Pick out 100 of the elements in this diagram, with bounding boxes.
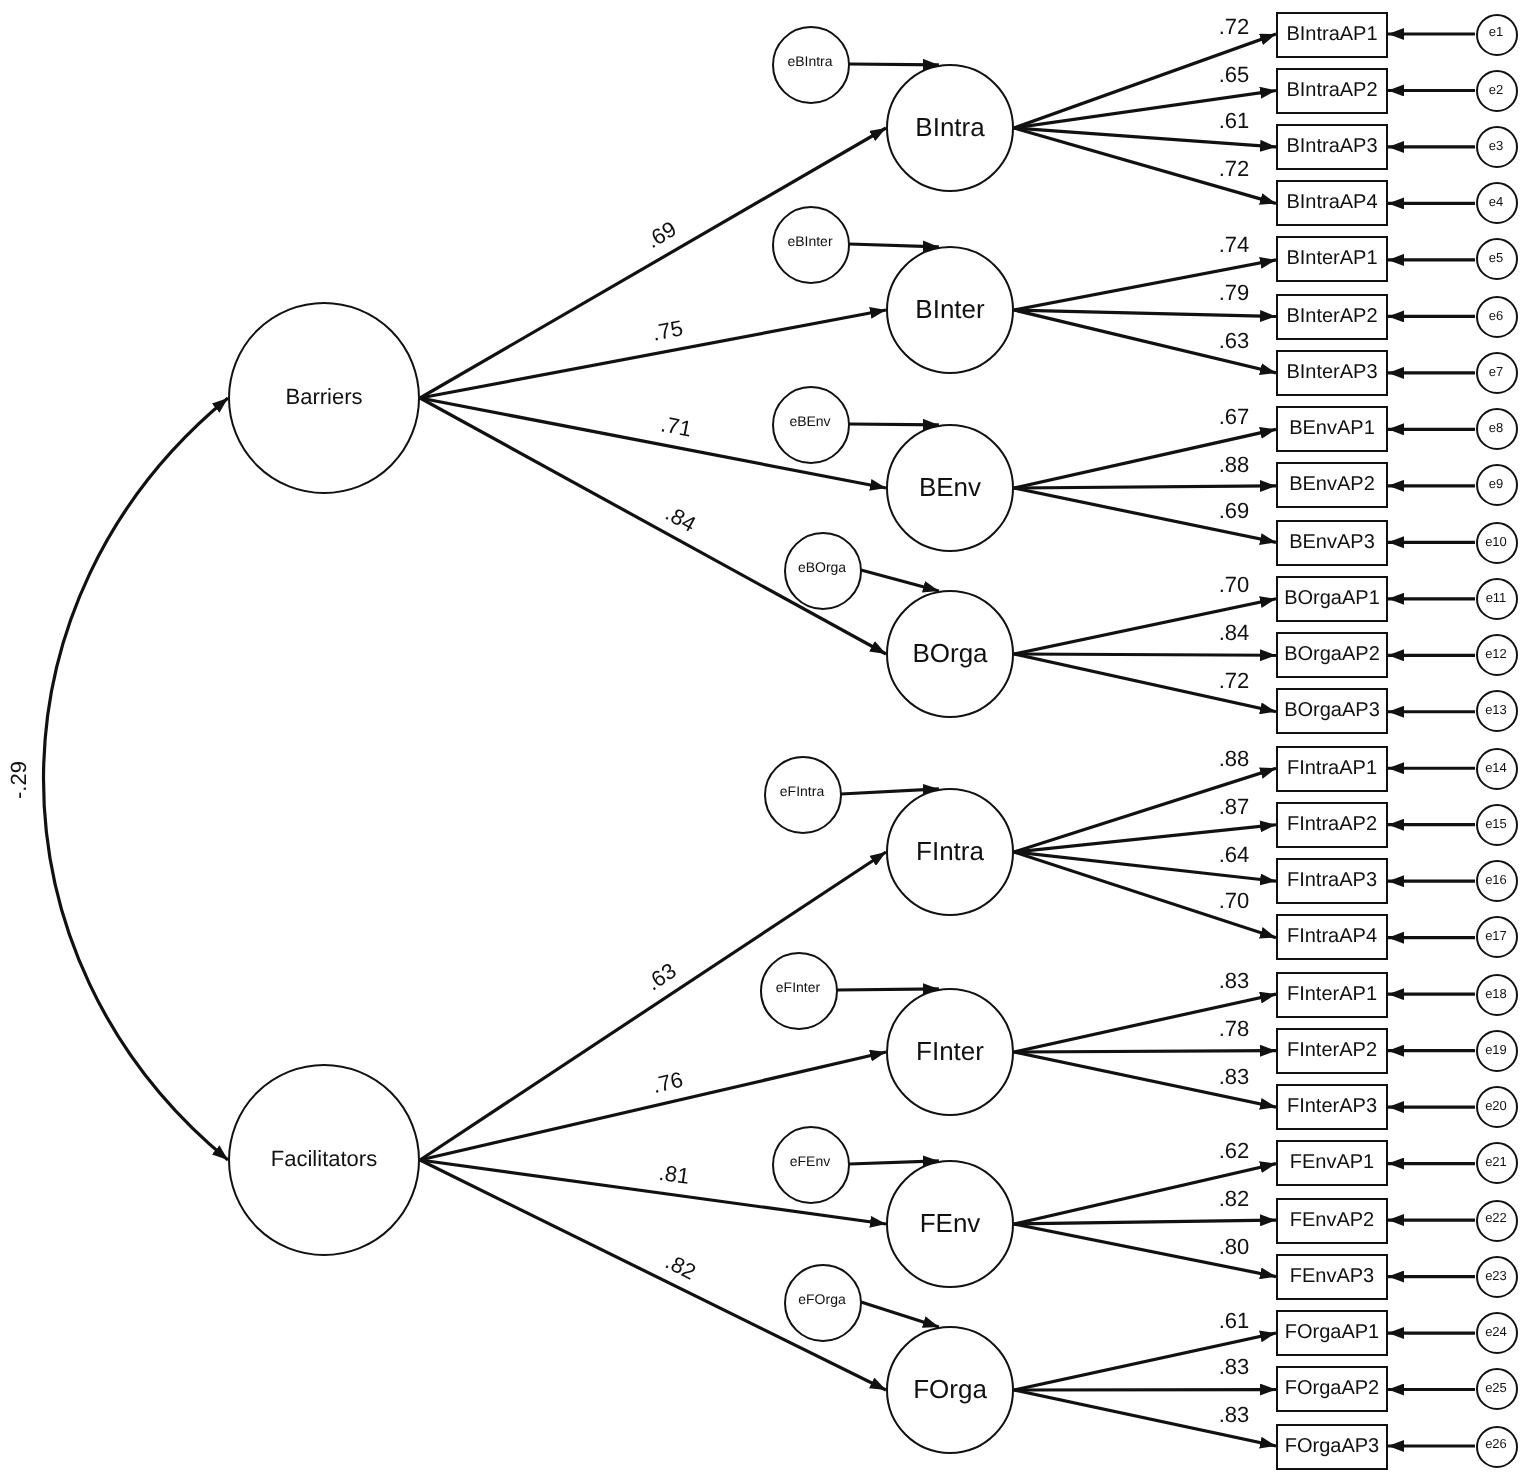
factor-label: FEnv	[919, 1209, 981, 1239]
indicator-label: BInterAP2	[1286, 305, 1378, 328]
error-circle	[1475, 690, 1517, 733]
arrow	[1388, 1440, 1475, 1452]
indicator-label: FInterAP2	[1286, 1039, 1378, 1062]
error-circle	[1475, 408, 1517, 451]
coefficient-label: .72	[1216, 15, 1252, 41]
coefficient-label: .88	[1216, 453, 1252, 478]
coefficient-label: .84	[1216, 621, 1252, 647]
coefficient-label: .61	[1216, 1309, 1252, 1334]
arrow	[1013, 32, 1277, 130]
coefficient-label: .83	[1216, 1065, 1252, 1090]
arrow	[837, 983, 939, 996]
disturbance-circle	[771, 205, 849, 283]
disturbance-circle	[771, 1125, 849, 1203]
indicator-label: FInterAP1	[1286, 983, 1378, 1006]
arrow	[419, 850, 887, 1162]
error-circle	[1475, 295, 1517, 338]
indicator-box	[1276, 123, 1388, 170]
coefficient-label: .83	[1216, 970, 1252, 995]
indicator-box	[1276, 349, 1388, 396]
coefficient-label: .65	[1216, 63, 1252, 88]
indicator-box	[1276, 1423, 1388, 1469]
indicator-box	[1276, 914, 1388, 961]
arrow	[1388, 366, 1475, 379]
coefficient-label: -.29	[7, 758, 32, 800]
arrow	[849, 58, 939, 71]
arrow	[1388, 988, 1475, 1001]
indicator-box	[1276, 1084, 1388, 1131]
indicator-box	[1276, 67, 1388, 114]
arrow	[1388, 423, 1475, 436]
arrow	[419, 126, 887, 400]
arrow	[860, 568, 940, 593]
factor-label: BIntra	[915, 113, 985, 143]
arrow	[1388, 875, 1475, 888]
arrow	[1013, 766, 1277, 854]
error-circle	[1475, 69, 1517, 112]
error-circle	[1475, 238, 1517, 281]
arrow	[419, 1158, 887, 1392]
indicator-label: FInterAP3	[1286, 1096, 1378, 1119]
factor-label: BInter	[915, 295, 985, 325]
error-circle	[1475, 1199, 1517, 1242]
arrow	[1388, 931, 1475, 944]
coefficient-label: .80	[1216, 1235, 1252, 1260]
disturbance-circle	[783, 1263, 861, 1341]
arrow	[1013, 820, 1277, 854]
coefficient-label: .78	[1216, 1017, 1252, 1042]
error-circle	[1475, 1312, 1517, 1355]
indicator-label: BInterAP1	[1286, 248, 1378, 271]
error-circle	[1475, 1142, 1517, 1185]
factor-label: FInter	[916, 1037, 984, 1067]
indicator-box	[1276, 575, 1388, 622]
coefficient-label: .84	[659, 501, 702, 540]
disturbance-circle	[759, 951, 837, 1029]
factor-label: FOrga	[913, 1375, 987, 1405]
arrow	[1388, 140, 1475, 153]
coefficient-label: .62	[1216, 1140, 1252, 1165]
error-circle	[1475, 747, 1517, 790]
arrow	[1388, 649, 1475, 662]
arrow	[848, 1155, 939, 1168]
indicator-box	[1276, 462, 1388, 509]
arrow	[1388, 84, 1475, 97]
error-circle	[1475, 521, 1517, 564]
indicator-box	[1276, 519, 1388, 566]
error-circle	[1475, 13, 1517, 55]
error-circle	[1475, 351, 1517, 394]
indicator-box	[1276, 1027, 1388, 1074]
arrow	[1013, 1214, 1277, 1227]
coefficient-label: .83	[1216, 1403, 1252, 1429]
arrow	[1013, 1388, 1277, 1449]
arrow	[419, 307, 887, 400]
arrow	[1388, 28, 1475, 40]
indicator-label: FOrgaAP2	[1284, 1378, 1380, 1401]
arrow	[1013, 257, 1277, 312]
indicator-box	[1276, 971, 1388, 1018]
indicator-label: BOrgaAP3	[1284, 700, 1380, 723]
indicator-box	[1276, 745, 1388, 792]
factor-label: BEnv	[918, 473, 982, 503]
indicator-box	[1276, 688, 1388, 735]
coefficient-label: .63	[1216, 329, 1252, 354]
indicator-box	[1276, 293, 1388, 340]
indicator-label: FOrgaAP1	[1284, 1322, 1380, 1345]
coefficient-label: .74	[1216, 234, 1252, 260]
indicator-label: BIntraAP2	[1286, 79, 1378, 102]
coefficient-label: .69	[641, 217, 684, 256]
indicator-label: FEnvAP2	[1289, 1209, 1375, 1232]
error-circle	[1475, 803, 1517, 846]
coefficient-label: .83	[1216, 1356, 1252, 1381]
latent-variable-label: Facilitators	[270, 1147, 378, 1173]
arrow	[419, 1049, 887, 1162]
arrow	[1013, 652, 1277, 715]
indicator-label: FEnvAP1	[1289, 1152, 1375, 1175]
arrow	[1013, 126, 1277, 205]
indicator-box	[1276, 180, 1388, 227]
coefficient-label: .72	[1216, 158, 1252, 183]
indicator-box	[1276, 11, 1388, 57]
error-circle	[1475, 125, 1517, 168]
indicator-box	[1276, 801, 1388, 848]
error-circle	[1475, 1255, 1517, 1298]
indicator-label: BEnvAP1	[1289, 418, 1375, 441]
